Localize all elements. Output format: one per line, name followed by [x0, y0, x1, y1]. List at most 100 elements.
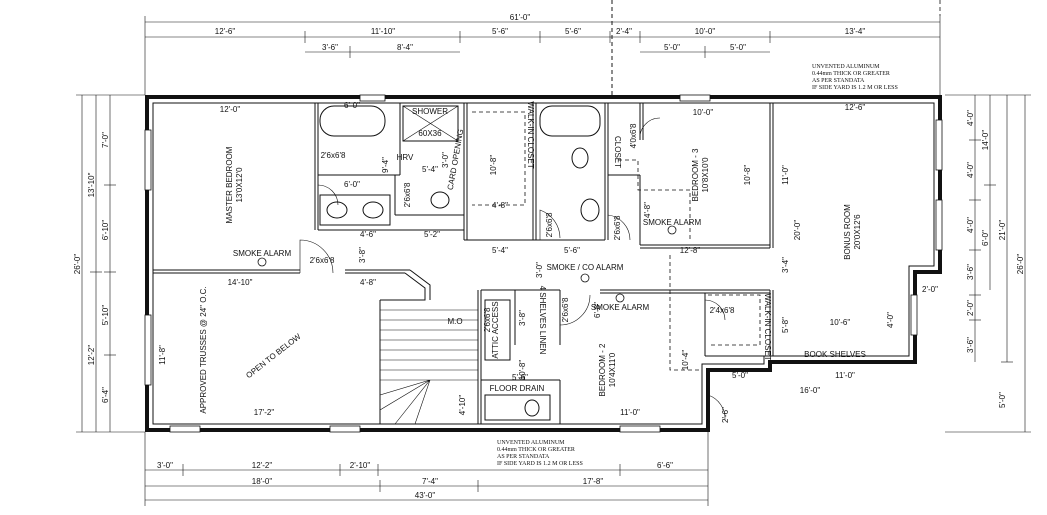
bottom-note-line: 0.44mm THICK OR GREATER [497, 447, 575, 453]
int-dim: 5'-0" [732, 371, 748, 380]
top-dim-1: 12'-6" [215, 27, 236, 36]
bottom-dim-3: 2'-10" [350, 461, 371, 470]
right-mid-dim-2: 6'-0" [981, 230, 990, 246]
int-dim: 12'-6" [845, 103, 866, 112]
int-dim: 12'-8" [680, 246, 701, 255]
hrv-label: HRV [397, 153, 414, 162]
top-dim-7: 13'-4" [845, 27, 866, 36]
bonus-room-size: 20'0X12'6 [853, 214, 862, 250]
top-note-line: UNVENTED ALUMINUM [812, 64, 880, 70]
door-labels: 2'6x6'8 2'6x6'8 2'6x6'8 2'6x6'8 2'6x6'8 … [310, 123, 735, 332]
int-dim: 11'-8" [158, 345, 167, 365]
dashed-lines [472, 0, 761, 371]
int-dim: 10'-8" [518, 360, 527, 381]
upper-dim-4: 5'-0" [730, 43, 746, 52]
smoke-alarm-3-label: SMOKE ALARM [591, 303, 650, 312]
int-dim: 2'-0" [922, 285, 938, 294]
door-label-6: 2'4x6'8 [710, 306, 735, 315]
int-dim: 3'-8" [518, 310, 527, 326]
windows [144, 94, 943, 433]
shower-label: SHOWER [412, 107, 448, 116]
int-dim: 11'-0" [781, 165, 790, 185]
bedroom-2-size: 10'4X11'0 [608, 352, 617, 387]
int-dim: 17'-2" [254, 408, 275, 417]
upper-dim-1: 3'-6" [322, 43, 338, 52]
bedroom-3-label: BEDROOM - 3 [691, 148, 700, 201]
int-dim: 6'-8" [593, 302, 602, 318]
int-dim: 5'-6" [512, 373, 528, 382]
left-outer-dim-2: 12'-2" [87, 345, 96, 366]
right-outer-dim-1: 21'-0" [998, 220, 1007, 241]
walk-in-closet-2-label: WALK-IN CLOSET [763, 293, 772, 360]
int-dim: 5'-4" [422, 165, 438, 174]
int-dim: 3'-4" [781, 257, 790, 273]
bedroom-3-size: 10'8X10'0 [701, 157, 710, 193]
int-dim: 16'-0" [800, 386, 821, 395]
smoke-alarm-2-label: SMOKE ALARM [643, 218, 702, 227]
smoke-alarm-1-label: SMOKE ALARM [233, 249, 292, 258]
room-labels: MASTER BEDROOM 13'0X12'0 BEDROOM - 3 10'… [199, 146, 862, 413]
linen-label: 4 SHELVES LINEN [538, 286, 547, 355]
bottom-dim-4: 6'-6" [657, 461, 673, 470]
int-dim: 5'-6" [564, 246, 580, 255]
right-inner-dim-2: 4'-0" [966, 162, 975, 178]
dimension-labels: 61'-0" 12'-6" 11'-10" 5'-6" 5'-6" 2'-4" … [73, 13, 1025, 500]
interior-walls [153, 103, 774, 424]
door-label-9: 2'6x6'8 [483, 307, 492, 332]
int-dim: 10'-8" [489, 155, 498, 176]
mo-label: M.O [447, 317, 462, 326]
int-dim: 5'-2" [424, 230, 440, 239]
top-dim-6: 10'-0" [695, 27, 716, 36]
int-dim: 14'-10" [228, 278, 253, 287]
top-dim-5: 2'-4" [616, 27, 632, 36]
smoke-alarm-icons [257, 225, 677, 303]
closet-label: CLOSET [613, 136, 622, 168]
overall-top-dim: 61'-0" [510, 13, 531, 22]
top-note-line: IF SIDE YARD IS 1.2 M OR LESS [812, 85, 898, 91]
notes: UNVENTED ALUMINUM 0.44mm THICK OR GREATE… [497, 64, 898, 467]
int-dim: 10'-8" [743, 165, 752, 186]
overall-bottom-dim: 43'-0" [415, 491, 436, 500]
door-label-4: 2'6x6'8 [545, 212, 554, 237]
shower-size-label: 60X36 [418, 129, 442, 138]
int-dim: 10'-0" [693, 108, 714, 117]
upper-dim-2: 8'-4" [397, 43, 413, 52]
int-dim: 11'-0" [620, 408, 640, 417]
master-bedroom-size: 13'0X12'0 [235, 167, 244, 203]
smoke-co-alarm-icon [580, 273, 590, 283]
trusses-label: APPROVED TRUSSES @ 24" O.C. [199, 286, 208, 413]
int-dim: 6'-0" [344, 101, 360, 110]
bottom-dim-7: 17'-8" [583, 477, 604, 486]
dimension-lines [76, 0, 1031, 506]
top-note-line: 0.44mm THICK OR GREATER [812, 71, 890, 77]
top-note-line: AS PER STANDATA [812, 78, 865, 84]
bottom-dim-5: 18'-0" [252, 477, 273, 486]
bottom-dim-1: 3'-0" [157, 461, 173, 470]
door-label-1: 2'6x6'8 [321, 151, 346, 160]
left-outer-dim-1: 13'-10" [87, 172, 96, 197]
left-inner-dim-4: 6'-4" [101, 387, 110, 403]
floor-drain-label: FLOOR DRAIN [490, 384, 545, 393]
int-dim: 4'-6" [360, 230, 376, 239]
fixtures [319, 105, 601, 421]
door-label-8: 2'6x6'8 [561, 297, 570, 322]
left-inner-dim-3: 5'-10" [101, 305, 110, 326]
int-dim: 6'-0" [344, 180, 360, 189]
right-inner-dim-4: 3'-6" [966, 264, 975, 280]
master-bedroom-label: MASTER BEDROOM [225, 146, 234, 223]
int-dim: 3'-8" [358, 247, 367, 263]
int-dim: 4'-0" [886, 312, 895, 328]
interior-dimension-labels: 12'-0" 6'-0" 6'-0" 9'-4" 5'-4" 3'-0" 4'-… [158, 101, 938, 423]
smoke-alarm-icon [257, 257, 267, 267]
upper-dim-3: 5'-0" [664, 43, 680, 52]
smoke-co-alarm-label: SMOKE / CO ALARM [547, 263, 624, 272]
right-inner-dim-3: 4'-0" [966, 217, 975, 233]
top-dim-3: 5'-6" [492, 27, 508, 36]
overall-right-dim: 26'-0" [1016, 254, 1025, 275]
int-dim: 2'-6" [721, 407, 730, 423]
bottom-note-line: IF SIDE YARD IS 1.2 M OR LESS [497, 461, 583, 467]
doors [299, 117, 726, 421]
right-inner-dim-6: 3'-6" [966, 337, 975, 353]
int-dim: 5'-4" [492, 246, 508, 255]
